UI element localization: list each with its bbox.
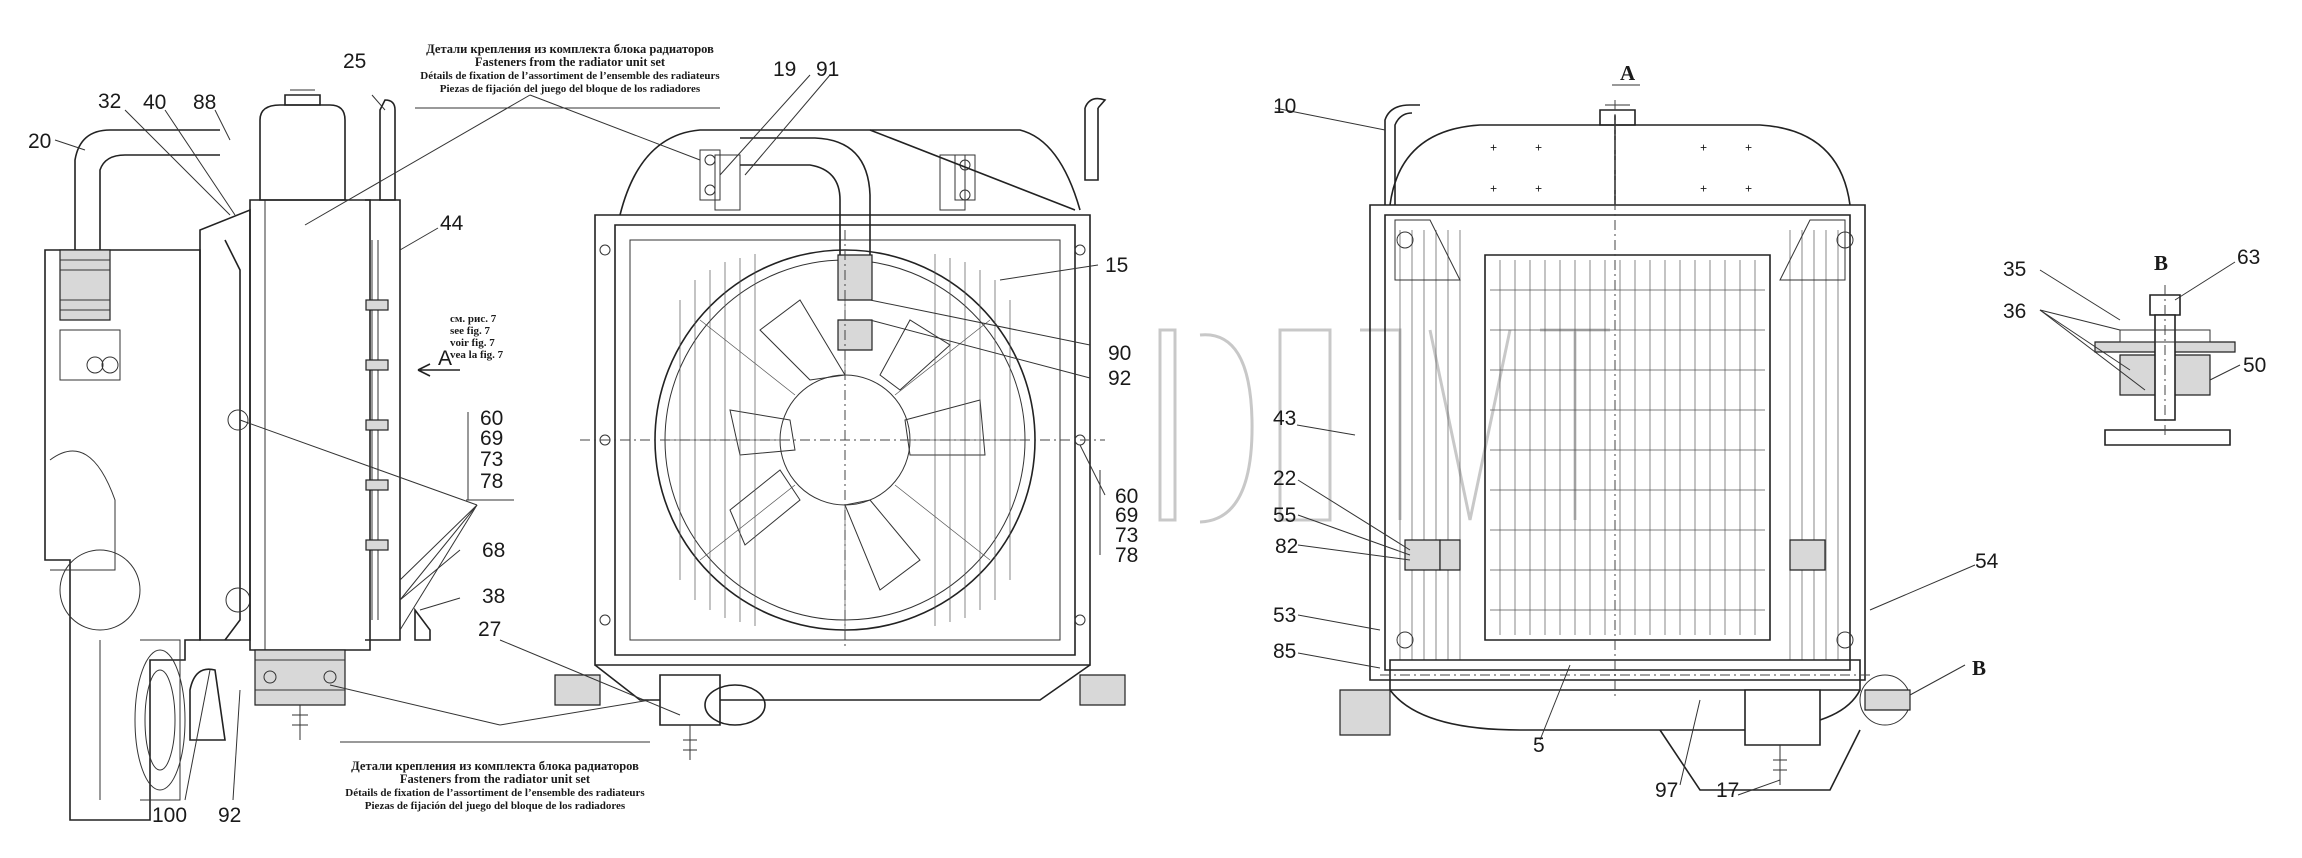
svg-text:+: + bbox=[1535, 141, 1542, 155]
see-fig-note: см. рис. 7 see fig. 7 voir fig. 7 vea la… bbox=[450, 313, 504, 361]
callout-63: 63 bbox=[2237, 246, 2260, 269]
callout-25: 25 bbox=[343, 50, 366, 73]
front-view bbox=[554, 129, 1126, 760]
side-view bbox=[44, 89, 431, 821]
view-arrow-a-label: A bbox=[438, 347, 452, 370]
note-line: Détails de fixation de l’assortiment de … bbox=[420, 70, 720, 82]
fasteners-note-bottom: Детали крепления из комплекта блока ради… bbox=[345, 759, 645, 812]
callout-88: 88 bbox=[193, 91, 216, 114]
leader-lines bbox=[54, 74, 2241, 801]
note-line: see fig. 7 bbox=[450, 325, 491, 337]
view-b-marker: B bbox=[1972, 656, 1986, 680]
callout-73: 73 bbox=[480, 448, 503, 471]
svg-text:+: + bbox=[1535, 182, 1542, 196]
view-a-label: A bbox=[1620, 61, 1636, 85]
callout-35: 35 bbox=[2003, 258, 2026, 281]
svg-text:+: + bbox=[1700, 141, 1707, 155]
callout-27: 27 bbox=[478, 618, 501, 641]
fasteners-note-top: Детали крепления из комплекта блока ради… bbox=[420, 42, 720, 95]
note-line: Piezas de fijación del juego del bloque … bbox=[365, 800, 626, 812]
callout-10: 10 bbox=[1273, 95, 1296, 118]
detail-b bbox=[2094, 285, 2236, 446]
callout-43: 43 bbox=[1273, 407, 1296, 430]
callout-60-front: 60 bbox=[1115, 485, 1138, 508]
callout-100: 100 bbox=[152, 804, 187, 827]
callout-53: 53 bbox=[1273, 604, 1296, 627]
note-line: vea la fig. 7 bbox=[450, 349, 504, 361]
callout-85: 85 bbox=[1273, 640, 1296, 663]
detail-b-label: B bbox=[2154, 251, 2168, 275]
svg-text:+: + bbox=[1490, 182, 1497, 196]
view-a: + + + + + + + + bbox=[1084, 97, 1911, 791]
note-line: voir fig. 7 bbox=[450, 337, 495, 349]
note-line: Détails de fixation de l’assortiment de … bbox=[345, 787, 645, 799]
callout-32: 32 bbox=[98, 90, 121, 113]
callouts: 25 32 40 88 20 44 60 69 73 78 68 38 27 1… bbox=[28, 50, 2266, 827]
view-arrow-a bbox=[417, 363, 460, 377]
callout-92: 92 bbox=[218, 804, 241, 827]
callout-97: 97 bbox=[1655, 779, 1678, 802]
callout-68: 68 bbox=[482, 539, 505, 562]
core-fins bbox=[1490, 260, 1765, 635]
note-line: Fasteners from the radiator unit set bbox=[475, 55, 666, 69]
callout-20: 20 bbox=[28, 130, 51, 153]
callout-69: 69 bbox=[480, 427, 503, 450]
callout-38: 38 bbox=[482, 585, 505, 608]
callout-91: 91 bbox=[816, 58, 839, 81]
note-line: Детали крепления из комплекта блока ради… bbox=[351, 759, 639, 773]
callout-54: 54 bbox=[1975, 550, 1999, 573]
callout-22: 22 bbox=[1273, 467, 1296, 490]
callout-15: 15 bbox=[1105, 254, 1128, 277]
callout-73-front: 73 bbox=[1115, 524, 1138, 547]
note-line: см. рис. 7 bbox=[450, 313, 497, 325]
callout-90: 90 bbox=[1108, 342, 1131, 365]
callout-17: 17 bbox=[1716, 779, 1739, 802]
svg-text:+: + bbox=[1490, 141, 1497, 155]
callout-44: 44 bbox=[440, 212, 464, 235]
note-line: Piezas de fijación del juego del bloque … bbox=[440, 83, 701, 95]
callout-19: 19 bbox=[773, 58, 796, 81]
callout-50: 50 bbox=[2243, 354, 2266, 377]
note-line: Fasteners from the radiator unit set bbox=[400, 772, 591, 786]
callout-92-front: 92 bbox=[1108, 367, 1131, 390]
callout-82: 82 bbox=[1275, 535, 1298, 558]
svg-text:+: + bbox=[1745, 182, 1752, 196]
callout-5: 5 bbox=[1533, 734, 1545, 757]
svg-text:+: + bbox=[1745, 141, 1752, 155]
callout-60: 60 bbox=[480, 407, 503, 430]
callout-69-front: 69 bbox=[1115, 504, 1138, 527]
callout-78: 78 bbox=[480, 470, 503, 493]
svg-text:+: + bbox=[1700, 182, 1707, 196]
callout-78-front: 78 bbox=[1115, 544, 1138, 567]
callout-36: 36 bbox=[2003, 300, 2026, 323]
callout-40: 40 bbox=[143, 91, 166, 114]
callout-55: 55 bbox=[1273, 504, 1296, 527]
note-line: Детали крепления из комплекта блока ради… bbox=[426, 42, 714, 56]
